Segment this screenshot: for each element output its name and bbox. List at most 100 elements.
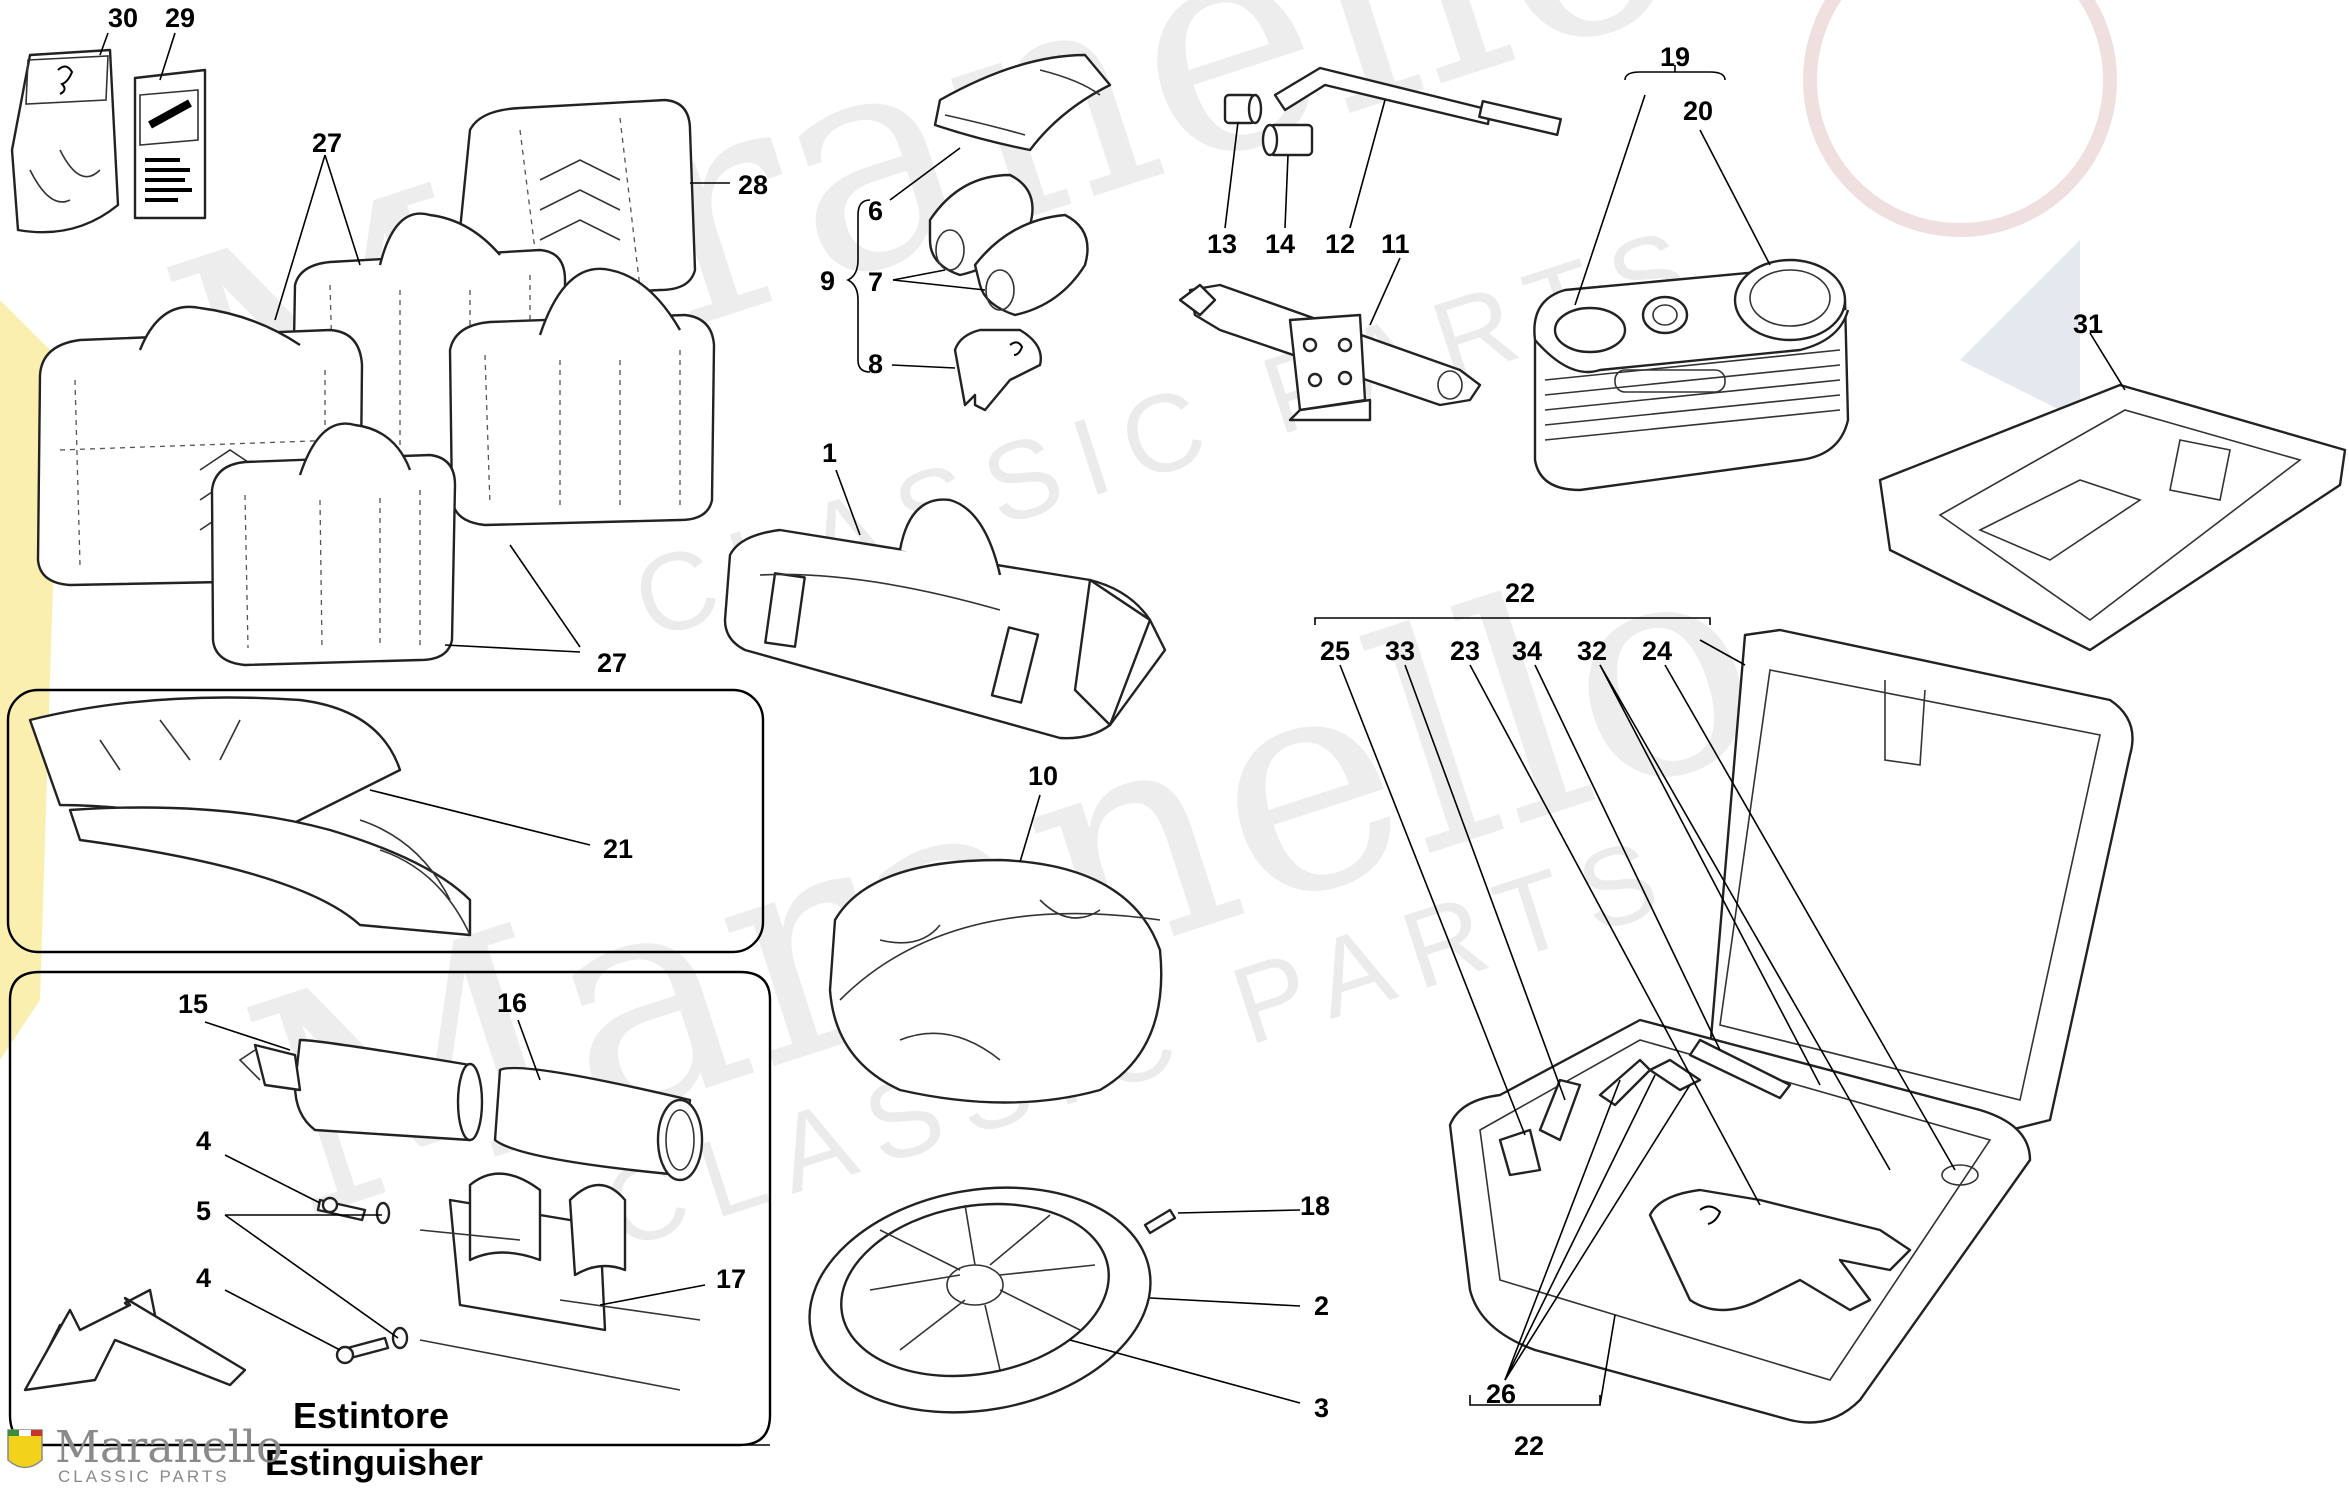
- bracket-22-top: [1314, 617, 1711, 625]
- callout-26: 26: [1486, 1379, 1516, 1409]
- leader-26-2: [1504, 1074, 1656, 1381]
- shield-logo-icon: [7, 1429, 43, 1469]
- callout-4-bottom: 4: [196, 1263, 211, 1293]
- caption-estinguisher: Estinguisher: [265, 1442, 483, 1483]
- callout-33: 33: [1385, 636, 1415, 666]
- leader-32-2: [1599, 664, 1891, 1171]
- leader-23: [1469, 664, 1761, 1206]
- callout-34: 34: [1512, 636, 1542, 666]
- part-30-cover-pouch: [10, 48, 120, 234]
- callout-21: 21: [603, 834, 633, 864]
- leader-13: [1224, 121, 1239, 229]
- callout-29: 29: [165, 3, 195, 33]
- callout-27-bottom: 27: [597, 648, 627, 678]
- leader-7-1: [892, 269, 946, 281]
- callout-25: 25: [1320, 636, 1350, 666]
- leader-33: [1404, 664, 1566, 1101]
- leader-24: [1664, 664, 1956, 1171]
- part-20-compressor-gauge: [1733, 258, 1847, 342]
- callout-10: 10: [1028, 761, 1058, 791]
- callout-17: 17: [716, 1264, 746, 1294]
- leader-29: [159, 32, 176, 81]
- callout-30: 30: [108, 3, 138, 33]
- part-29-owner-manual: [133, 68, 207, 220]
- part-31-storage-tray: [1878, 383, 2347, 652]
- part-2-spare-wheel: [808, 1186, 1152, 1414]
- leader-4b: [224, 1289, 341, 1351]
- leader-14: [1284, 154, 1289, 229]
- leader-18: [1177, 1209, 1301, 1214]
- leader-17: [599, 1284, 706, 1306]
- callout-19: 19: [1660, 42, 1690, 72]
- callout-28: 28: [738, 170, 768, 200]
- part-11-car-jack: [1178, 283, 1482, 422]
- leader-12: [1349, 99, 1386, 229]
- part-22-tool-case: [1448, 628, 2134, 1424]
- part-27-luggage-set: [36, 212, 716, 667]
- bracket-22-bottom: [1469, 1395, 1601, 1406]
- callout-32: 32: [1577, 636, 1607, 666]
- callout-3: 3: [1314, 1393, 1329, 1423]
- callout-6: 6: [868, 196, 883, 226]
- part-1-tool-bag: [723, 498, 1167, 740]
- callout-22-bottom: 22: [1514, 1431, 1544, 1461]
- leader-27a-1: [274, 154, 326, 321]
- leader-15: [204, 1021, 291, 1051]
- bracket-19: [1624, 65, 1726, 81]
- watermark-badge-icon: [1960, 240, 2080, 420]
- callout-23: 23: [1450, 636, 1480, 666]
- leader-27a-2: [324, 154, 361, 266]
- callout-7: 7: [868, 267, 883, 297]
- part-14-socket-adapter: [1261, 123, 1314, 157]
- leader-11: [1369, 257, 1401, 326]
- callout-4-top: 4: [196, 1126, 211, 1156]
- callout-27-top: 27: [312, 128, 342, 158]
- callout-16: 16: [497, 988, 527, 1018]
- part-12-wheel-wrench: [1273, 66, 1562, 136]
- leader-21: [369, 789, 591, 846]
- leader-4a: [224, 1154, 321, 1204]
- leader-31: [2089, 332, 2126, 391]
- callout-31: 31: [2073, 309, 2103, 339]
- part-8-gloves: [953, 328, 1042, 412]
- leader-32-1: [1599, 664, 1821, 1086]
- logo-sub-text: CLASSIC PARTS: [58, 1467, 230, 1486]
- leader-6: [889, 147, 961, 201]
- front-arrow-outline-icon: [23, 1296, 247, 1392]
- leader-8: [891, 364, 956, 369]
- leader-2: [1149, 1297, 1301, 1307]
- leader-5-2: [224, 1214, 399, 1339]
- callout-5: 5: [196, 1196, 211, 1226]
- callout-11: 11: [1381, 229, 1410, 259]
- logo-brand-text: Maranello: [55, 1422, 283, 1473]
- leader-10: [1019, 794, 1041, 863]
- leader-20: [1699, 129, 1771, 266]
- part-28-garment-bag: [453, 98, 697, 302]
- leader-34: [1534, 664, 1721, 1051]
- leader-26-1: [1504, 1079, 1621, 1381]
- leader-27b-1: [509, 544, 581, 648]
- part-4-5-screws-washers: [316, 1196, 409, 1365]
- leader-19: [1574, 94, 1646, 306]
- part-16-extinguisher-sleeve: [493, 1066, 704, 1182]
- part-10-spare-wheel-cover: [828, 858, 1163, 1104]
- caption-estintore: Estintore: [293, 1395, 449, 1436]
- leader-3: [1069, 1339, 1301, 1404]
- callout-20: 20: [1683, 96, 1713, 126]
- maranello-logo: Maranello CLASSIC PARTS: [7, 1422, 283, 1486]
- bracket-9: [846, 199, 871, 373]
- callout-2: 2: [1314, 1291, 1329, 1321]
- leader-27b-2: [444, 644, 581, 653]
- watermark-emblem-icon: [1803, 0, 2117, 237]
- callout-9: 9: [820, 266, 835, 296]
- part-6-cleaning-cloth: [933, 53, 1112, 152]
- part-17-extinguisher-bracket: [419, 1172, 701, 1391]
- callout-18: 18: [1300, 1191, 1330, 1221]
- callout-22-top: 22: [1505, 578, 1535, 608]
- callout-15: 15: [178, 989, 208, 1019]
- leader-26-3: [1504, 1084, 1691, 1381]
- leader-30: [99, 32, 109, 56]
- callout-24: 24: [1642, 636, 1672, 666]
